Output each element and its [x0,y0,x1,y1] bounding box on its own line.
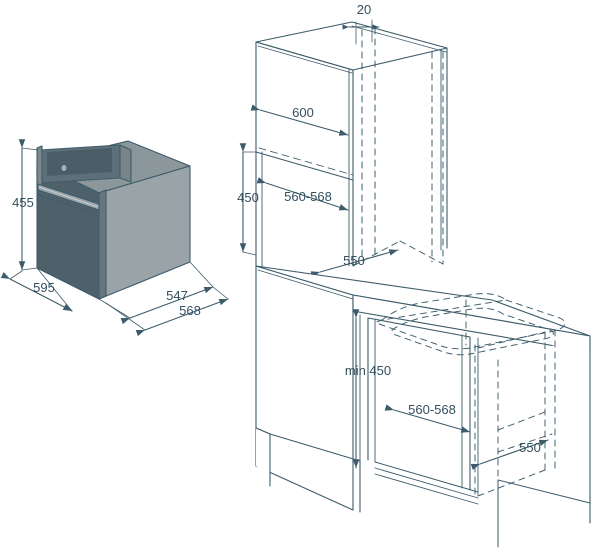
oven-control-knob [60,164,68,172]
dim-550-lower [470,439,549,471]
label-600: 600 [292,105,314,120]
label-560-568-lower: 560-568 [408,402,456,417]
oven-door-seam [37,194,100,216]
dim-595 [0,267,73,312]
plinth-left [256,428,270,476]
label-455: 455 [12,195,34,210]
oven-control-panel-frame [36,145,43,187]
label-568: 568 [179,303,201,318]
oven-handle-highlight [38,186,99,208]
label-547: 547 [166,288,188,303]
dim-560-568-upper [256,177,349,211]
dim-455 [18,139,39,271]
base-hidden-outline [375,293,566,505]
label-550-upper: 550 [343,253,365,268]
label-min-450: min 450 [345,363,391,378]
label-560-568-upper: 560-568 [284,189,332,204]
dim-600 [250,104,349,136]
dim-550-upper [310,249,399,278]
base-niche-opening [368,318,470,490]
label-595: 595 [33,280,55,295]
lower-cabinet [255,265,591,548]
dim-568 [105,286,229,337]
label-550-lower: 550 [519,440,541,455]
oven-front-right-trim [98,189,107,300]
upper-cabinet [239,19,448,278]
dim-450 [239,143,257,256]
oven-control-panel-right-edge [119,144,132,183]
upper-cabinet-top [255,21,448,71]
dim-20 [342,19,380,45]
oven-display-window [47,148,112,176]
oven-isometric [0,139,229,337]
dim-560-568-lower [384,404,471,433]
label-450: 450 [237,190,259,205]
dimension-labels: 20 600 450 560-568 550 455 595 547 568 m… [12,2,541,455]
label-20: 20 [357,2,371,17]
